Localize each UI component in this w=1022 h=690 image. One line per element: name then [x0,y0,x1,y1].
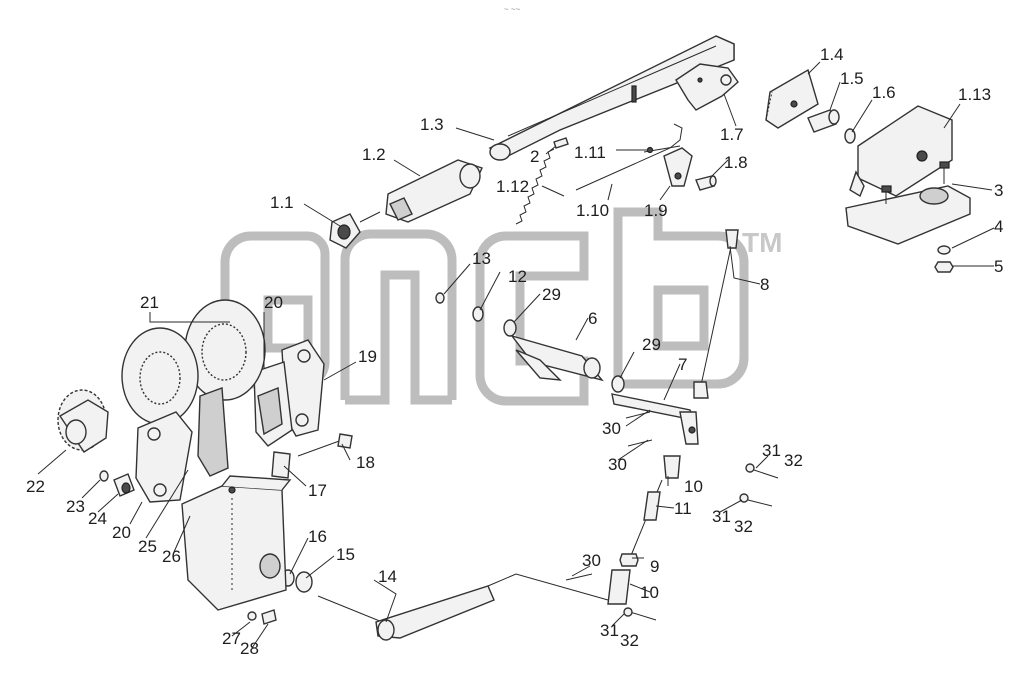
bushing-24 [113,473,135,497]
rod-8 [693,229,739,399]
label-25: 25 [138,537,157,556]
label-17: 17 [308,481,327,500]
gear-22 [57,389,109,453]
bolt-3 [881,161,950,204]
label-1-12: 1.12 [496,177,529,196]
watermark-text: TM [742,227,782,258]
label-5: 5 [994,257,1003,276]
label-30-lower: 30 [582,551,601,570]
label-19: 19 [358,347,377,366]
lever-bracket-part [675,63,739,111]
ring-23 [99,470,109,482]
label-23: 23 [66,497,85,516]
label-28: 28 [240,639,259,658]
leader-lines [37,61,995,649]
label-4: 4 [994,217,1003,236]
pedal-lever-14 [317,573,609,641]
bolt-18 [297,433,353,457]
label-27: 27 [222,629,241,648]
ratchet-sector [765,68,819,129]
label-1-4: 1.4 [820,45,844,64]
label-2: 2 [530,147,539,166]
label-1-6: 1.6 [872,83,896,102]
lining-25 [197,387,229,477]
label-1-7: 1.7 [720,125,744,144]
hand-brake-lever-tube [488,35,735,161]
label-3: 3 [994,181,1003,200]
label-12: 12 [508,267,527,286]
label-21: 21 [140,293,159,312]
nut-9 [619,553,639,567]
label-1-10: 1.10 [576,201,609,220]
nut-5 [934,261,954,273]
label-1-8: 1.8 [724,153,748,172]
label-1-3: 1.3 [420,115,444,134]
label-22: 22 [26,477,45,496]
end-knob [329,211,381,249]
clevis-10-lower [607,569,631,605]
mounting-bracket [845,105,971,245]
label-29-left: 29 [542,285,561,304]
washer-12 [472,306,484,322]
bolt-27-28 [247,609,277,625]
lining-plate-20-upper [253,361,293,447]
sector-ring [844,128,856,144]
label-6: 6 [588,309,597,328]
label-14: 14 [378,567,397,586]
label-24: 24 [88,509,107,528]
label-7: 7 [678,355,687,374]
label-10-upper: 10 [684,477,703,496]
label-1-11: 1.11 [574,143,606,162]
label-8: 8 [760,275,769,294]
label-31-upper: 31 [762,441,781,460]
label-32-middle: 32 [734,517,753,536]
grip-sleeve [385,159,483,223]
label-31-middle: 31 [712,507,731,526]
friction-disc-21 [121,299,266,425]
header-mark: ~ ~~ [504,5,521,14]
label-1-5: 1.5 [840,69,864,88]
label-16: 16 [308,527,327,546]
pawl [663,147,693,187]
release-spring [515,148,555,225]
label-1-13: 1.13 [958,85,991,104]
label-30-upper: 30 [602,419,621,438]
lever-plate-20-lower [135,411,193,503]
actuator-plate-19 [281,339,325,437]
label-30-middle: 30 [608,455,627,474]
label-1-2: 1.2 [362,145,386,164]
label-20-lower: 20 [112,523,131,542]
label-11: 11 [674,499,692,518]
part-number-labels: 1.1 1.2 1.3 1.4 1.5 1.6 1.7 1.8 1.9 1.10… [26,45,1003,658]
label-29-right: 29 [642,335,661,354]
clevis-10-upper [663,455,681,479]
bushing-29b [611,375,625,393]
sector-pin [807,109,840,133]
brake-cover-26 [181,475,292,611]
cotter-pins [565,411,779,621]
label-32-upper: 32 [784,451,803,470]
label-18: 18 [356,453,375,472]
label-20-upper: 20 [264,293,283,312]
release-rod [575,123,683,191]
ring-13 [435,292,445,304]
label-31-lower: 31 [600,621,619,640]
shaft-6 [510,334,604,382]
label-15: 15 [336,545,355,564]
label-1-1: 1.1 [270,193,294,212]
pawl-pin [695,175,717,191]
label-1-9: 1.9 [644,201,668,220]
rod-11 [629,479,663,559]
cross-shaft-7 [611,393,699,445]
label-26: 26 [162,547,181,566]
bracket-17 [271,451,291,479]
label-13: 13 [472,249,491,268]
label-9: 9 [650,557,659,576]
washer-4 [937,245,951,255]
label-10-lower: 10 [640,583,659,602]
bushing-29a [503,319,517,337]
label-32-lower: 32 [620,631,639,650]
